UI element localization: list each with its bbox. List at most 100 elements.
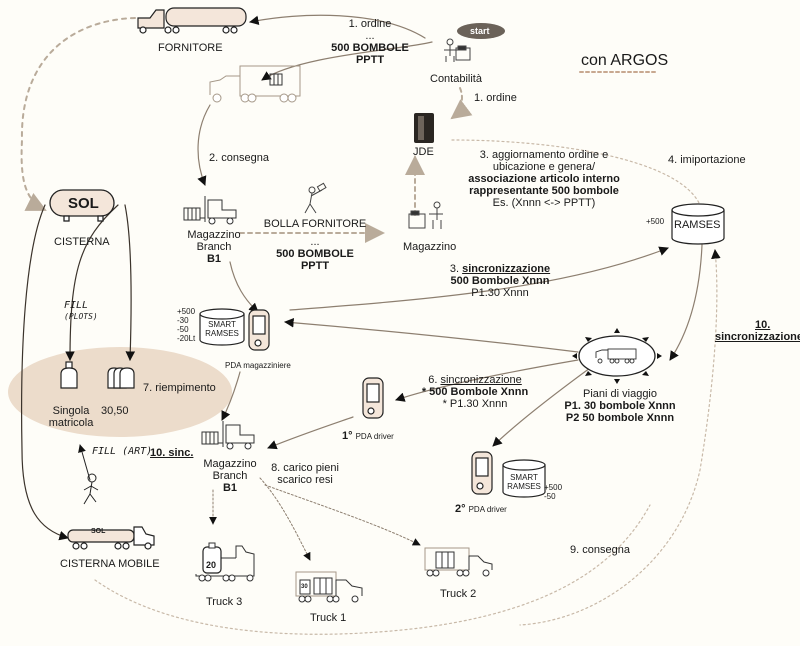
smart-ramses-1-db-icon [199,308,245,346]
arrow-piani-pda2 [492,367,591,447]
step3-aggiornamento-label: 3. aggiornamento ordine e ubicazione e g… [455,149,633,209]
contabilita-person-icon [444,38,471,62]
branch-line: Magazzino [203,458,257,470]
bottles-30-50-icon [107,367,135,389]
step1-line: ... [365,30,375,42]
ramses-qty-label: +500 [646,217,665,226]
step2-consegna-label: 2. consegna [209,152,269,164]
pda1-name: PDA driver [355,432,394,441]
fill-line: (PLOTS) [64,312,98,321]
sinc3-title: sincronizzazione [462,263,551,275]
qty-line: -20Lt [177,334,196,343]
smart-line: RAMSES [205,329,239,338]
start-badge-label[interactable]: start [470,26,490,36]
smart-line: RAMSES [507,482,541,491]
jde-label: JDE [413,146,434,158]
sinc6-title: sincronizzazione [440,374,522,386]
magazzino-label: Magazzino [403,241,457,253]
bolla-line: PPTT [300,260,330,272]
step8-carico-label: 8. carico pieni scarico resi [270,462,340,486]
diagram-title: con ARGOS [581,52,669,69]
step1-ordine-label: 1. ordine ... 500 BOMBOLE PPTT [320,18,420,66]
pda-driver-2-icon [471,451,493,495]
singola-matricola-label: Singola matricola [46,405,96,429]
stick-arrow [78,444,91,481]
step4-importazione-label: 4. imiportazione [668,154,746,166]
step1-line: 1. ordine [348,18,392,30]
sinc6-line: * P1.30 Xnnn [442,398,508,410]
magazzino-branch-top-label: Magazzino Branch B1 [184,229,244,265]
step6-sincronizzazione-label: 6. sincronizzazione * 500 Bombole Xnnn *… [410,374,540,410]
bottles-30-50-label: 30,50 [101,405,129,417]
fornitore-label: FORNITORE [158,42,223,54]
piani-di-viaggio-label: Piani di viaggio P1. 30 bombole Xnnn P2 … [560,388,680,424]
delivery-truck-icon [209,65,301,103]
branch-line: B1 [222,482,238,494]
sinc10-line: 10. [755,319,771,331]
arrow-piani-pda-mag [284,317,579,353]
sol-tank-label: SOL [68,195,99,212]
step3-line: Es. (Xnnn <-> PPTT) [492,197,596,209]
consegna9-curve [94,504,651,635]
piani-line: P2 50 bombole Xnnn [565,412,675,424]
singola-bottle-icon [60,361,78,389]
step7-riempimento-label: 7. riempimento [143,382,216,394]
piani-di-viaggio-icon [572,328,662,384]
arrow-fornitore-sol [20,17,136,211]
pda-magazziniere-label: PDA magazziniere [225,361,291,370]
arrow-contabilita-fornitore [249,14,426,39]
qty-line: -50 [177,325,189,334]
magazzino-person-icon [408,201,443,229]
qty-line: -50 [544,492,556,501]
step3-line: associazione articolo interno [468,173,620,185]
truck1-tag: 30 [301,584,308,590]
forklift-top-icon [183,196,237,225]
carico-line: 8. carico pieni [271,462,339,474]
smart-line: SMART [510,473,538,482]
piani-line: Piani di viaggio [583,388,657,400]
branch-line: Magazzino [187,229,241,241]
cisterna-label: CISTERNA [54,236,110,248]
step3-line: ubicazione e genera/ [492,161,596,173]
operator-stick-figure-icon [83,473,99,505]
fill-art-label: FILL (ART) [92,446,153,457]
arrow-sol-mobile [20,204,69,541]
sinc3-number: 3. [449,263,460,275]
pda-magazziniere-icon [248,309,270,351]
sinc3-line: 500 Bombole Xnnn [450,275,550,287]
carico-line: scarico resi [277,474,333,486]
truck3-label: Truck 3 [206,596,243,608]
step1-line: 500 BOMBOLE [331,42,409,54]
bolla-line: BOLLA FORNITORE [263,218,367,230]
pda-driver-1-label: 1° PDA driver [342,430,394,442]
step3-sincronizzazione-label: 3. sincronizzazione 500 Bombole Xnnn P1.… [430,263,570,299]
contabilita-label: Contabilità [430,73,482,85]
branch-line: Branch [196,241,232,253]
start-badge[interactable] [457,23,505,39]
arrow-branch-truck1 [259,477,311,561]
step9-consegna-label: 9. consegna [570,544,630,556]
truck2-icon [424,547,493,577]
arrow-ramses-piani [669,244,703,361]
arrow-contabilita-truck [261,41,433,81]
arrow-contabilita-jde [450,87,473,120]
sol-tank-icon [49,189,115,222]
arrow-sinc10 [519,249,721,626]
smart-ramses-1-label: SMART RAMSES [202,320,242,338]
singola-line: Singola [52,405,90,417]
sinc6-number: 6. [428,374,438,386]
smart-ramses-2-db-icon [502,459,546,498]
step3-line: 3. aggiornamento ordine e [479,149,609,161]
fornitore-tanker-icon [137,7,247,34]
sinc3-line: P1.30 Xnnn [471,287,529,299]
sinc6-line: * 500 Bombole Xnnn [421,386,529,398]
truck1-icon [295,571,363,603]
forklift-bottom-icon [201,421,255,450]
courier-person-icon [304,182,327,214]
pda2-name: PDA driver [468,505,507,514]
arrow-piani-pda1 [395,359,579,402]
sinc10-line: sincronizzazione [715,331,800,343]
magazzino-branch-bottom-label: Magazzino Branch B1 [200,458,260,494]
arrow-branch-truck2 [264,484,421,546]
